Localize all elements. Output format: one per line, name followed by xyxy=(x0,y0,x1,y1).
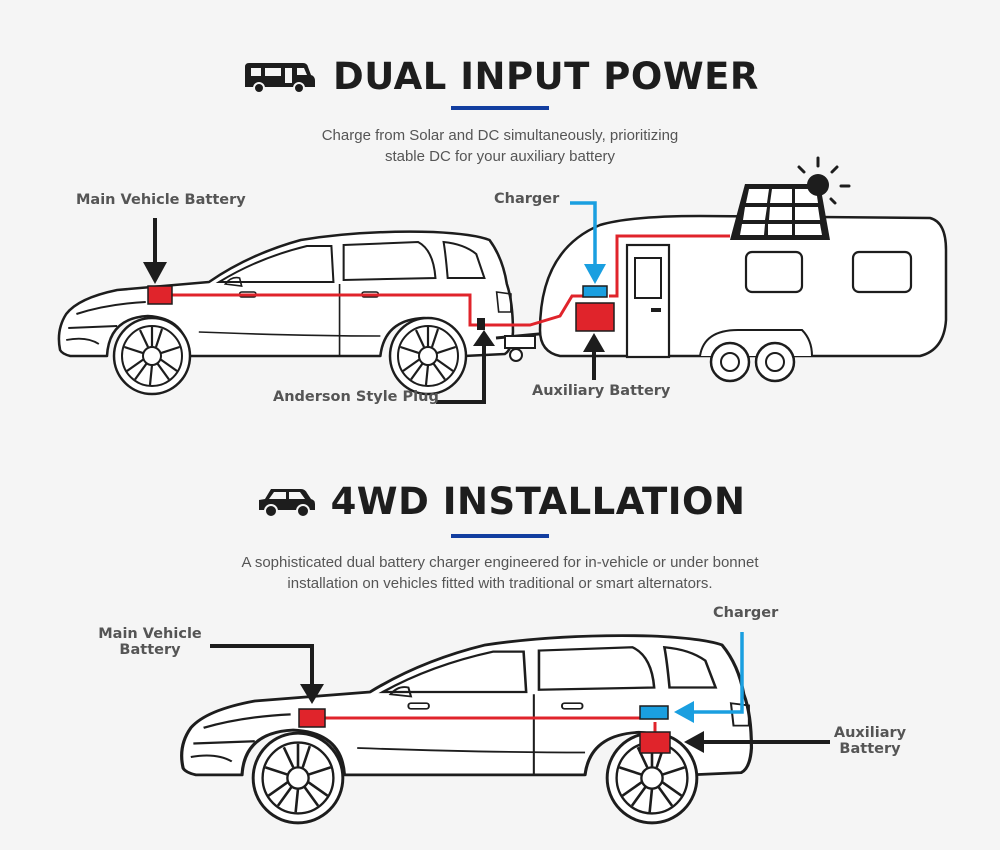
label-anderson-plug: Anderson Style Plug xyxy=(273,389,439,405)
label-main-vehicle-battery-1: Main Vehicle Battery xyxy=(76,192,246,208)
section1-title: DUAL INPUT POWER xyxy=(333,55,759,98)
section1-aux-battery xyxy=(575,302,615,332)
4wd-icon xyxy=(258,488,315,518)
label-main-vehicle-battery-2-line2: Battery xyxy=(119,642,181,658)
section1-charger xyxy=(582,285,608,298)
label-auxiliary-battery-2-line1: Auxiliary xyxy=(833,725,907,741)
section1-description-line1: Charge from Solar and DC simultaneously,… xyxy=(321,127,679,144)
anderson-plug xyxy=(477,318,485,330)
section1-arrows xyxy=(143,201,606,404)
section1-description-line2: stable DC for your auxiliary battery xyxy=(384,148,616,165)
section2-title: 4WD INSTALLATION xyxy=(330,480,746,523)
label-main-vehicle-battery-2-line1: Main Vehicle xyxy=(98,626,202,642)
section2-description-line2: installation on vehicles fitted with tra… xyxy=(287,575,713,592)
label-charger-2: Charger xyxy=(713,605,779,621)
solar-panel xyxy=(730,184,830,240)
section1-main-battery xyxy=(147,285,173,305)
section2-description-line1: A sophisticated dual battery charger eng… xyxy=(241,554,759,571)
caravan xyxy=(538,214,948,383)
rv-icon xyxy=(245,62,316,94)
label-main-vehicle-battery-2: Main Vehicle Battery xyxy=(96,626,204,658)
label-auxiliary-battery-1: Auxiliary Battery xyxy=(532,383,671,399)
section2-underline xyxy=(451,534,549,538)
sun-icon xyxy=(797,156,851,205)
car-1 xyxy=(57,230,515,396)
section2-description: A sophisticated dual battery charger eng… xyxy=(0,552,1000,594)
section2-wiring xyxy=(325,716,657,732)
section2-main-battery xyxy=(298,708,326,728)
section1-underline xyxy=(451,106,549,110)
section1-description: Charge from Solar and DC simultaneously,… xyxy=(0,125,1000,167)
tow-hitch xyxy=(495,330,561,362)
label-charger-1: Charger xyxy=(494,191,560,207)
section1-wiring xyxy=(170,234,730,327)
label-auxiliary-battery-2: Auxiliary Battery xyxy=(832,725,908,757)
label-auxiliary-battery-2-line2: Battery xyxy=(839,741,901,757)
section2-charger xyxy=(639,705,669,720)
section2-aux-battery xyxy=(639,731,671,754)
section2-arrows xyxy=(210,632,830,753)
car-2 xyxy=(180,634,754,825)
section1-header: DUAL INPUT POWER xyxy=(0,55,1000,98)
section2-header: 4WD INSTALLATION xyxy=(0,480,1000,523)
